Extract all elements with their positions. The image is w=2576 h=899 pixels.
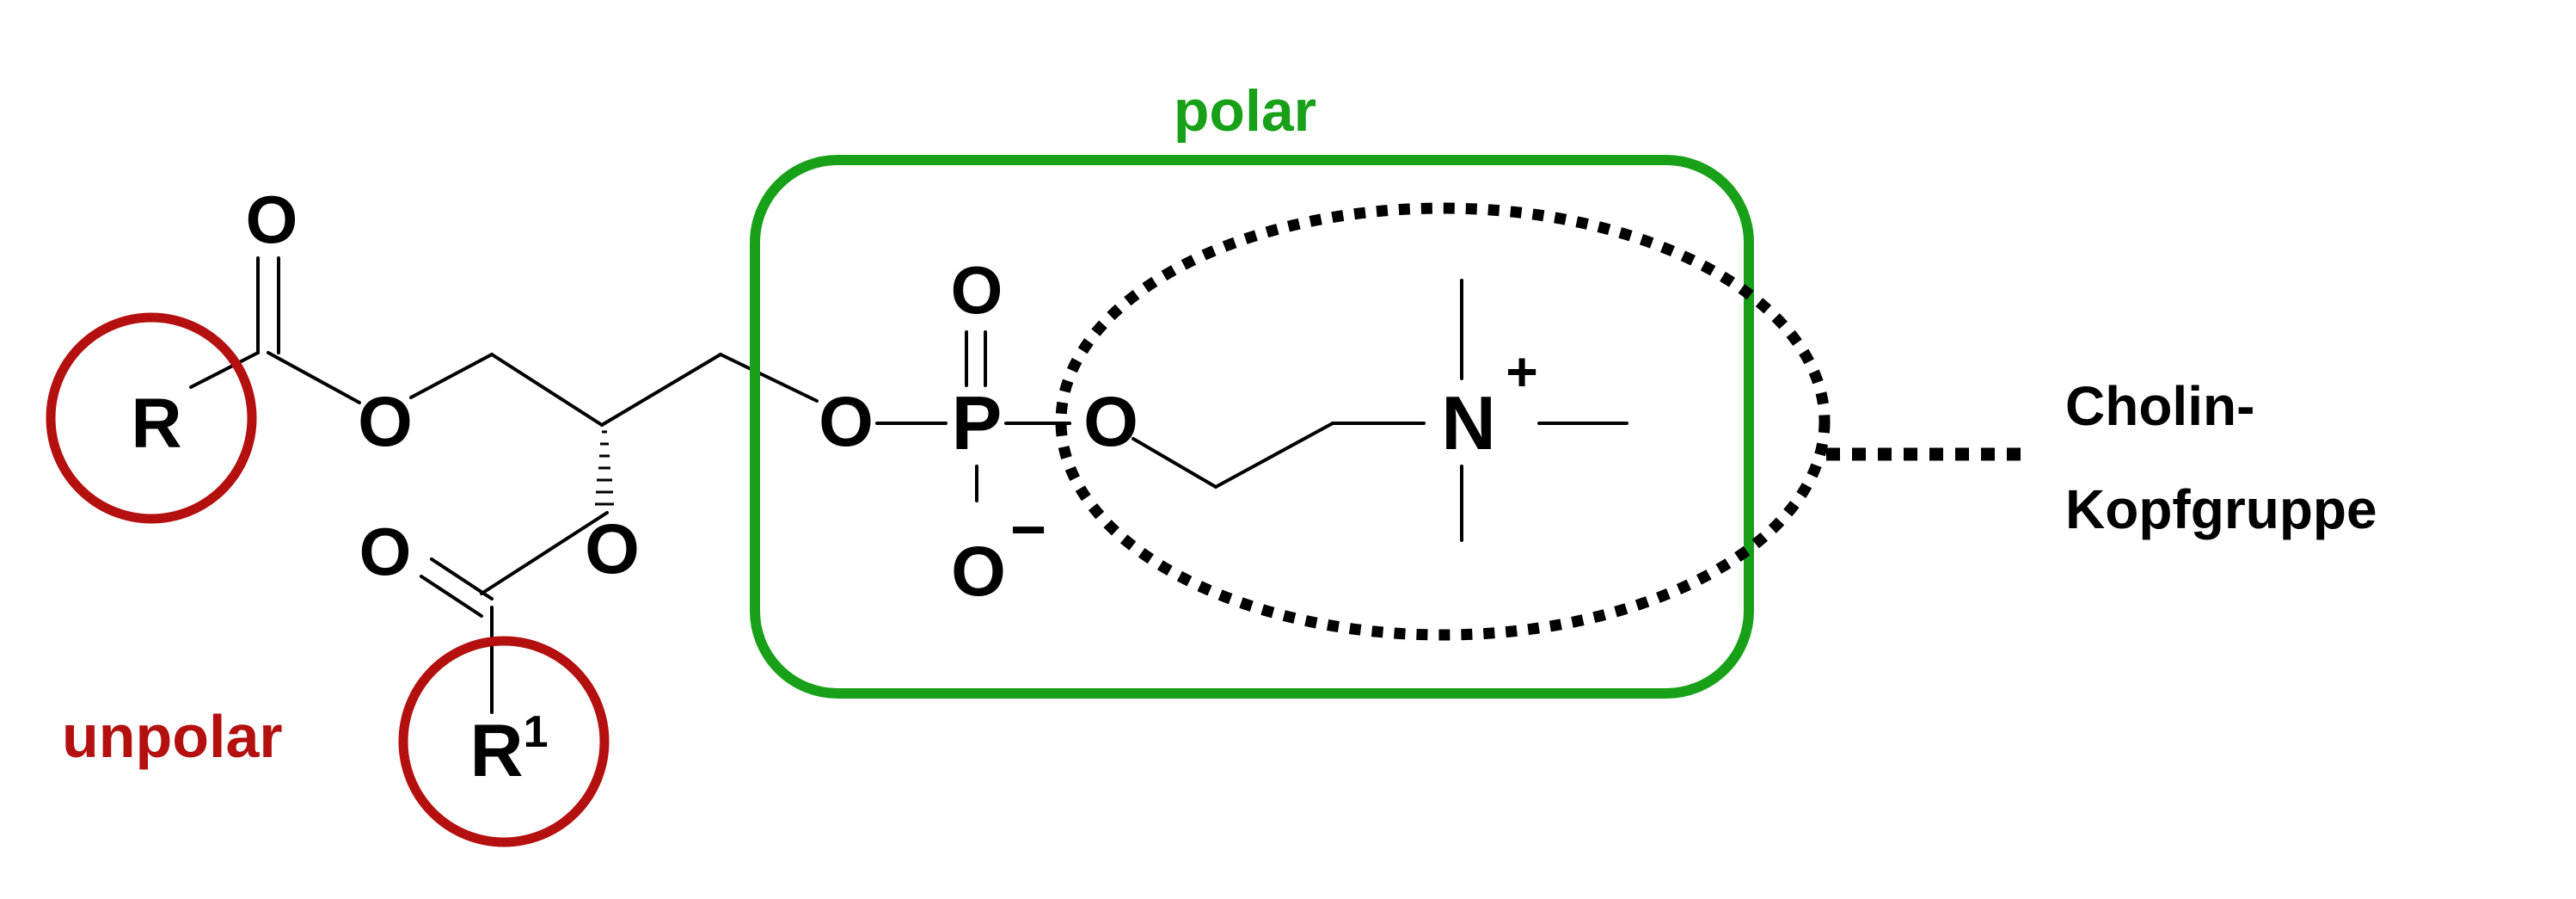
- choline-dotted-ellipse: [1055, 202, 1831, 641]
- bond-ch-ch2b: [600, 353, 722, 427]
- unpolar-circle-r: [46, 312, 257, 524]
- label-head-group-line2: Kopfgruppe: [2065, 478, 2377, 540]
- atom-r: R: [131, 385, 181, 463]
- label-head-group-line1: Cholin-: [2065, 375, 2254, 437]
- bond-ch2-ch: [490, 353, 604, 427]
- atom-o-carbonyl-left: O: [359, 514, 412, 589]
- atom-n: N: [1441, 380, 1496, 465]
- charge-minus: −: [1010, 496, 1046, 564]
- bond-lines: [189, 256, 1628, 714]
- charge-plus: +: [1506, 341, 1537, 403]
- stereo-hash-bond: [595, 430, 614, 506]
- unpolar-circle-r1: [398, 636, 610, 847]
- bond-ch2b-o: [719, 353, 819, 403]
- atom-o-ester-2: O: [585, 510, 640, 588]
- bond-c2-o-double-a: [420, 575, 483, 618]
- atom-r1: R1: [469, 707, 548, 792]
- bond-c1-oester: [267, 351, 361, 404]
- atom-o-phosphate-right: O: [1083, 383, 1138, 461]
- bond-o-ch2c: [1132, 437, 1217, 489]
- atom-o-phosphate-left: O: [819, 383, 874, 461]
- bond-r-c1: [189, 351, 260, 389]
- label-polar: polar: [1174, 78, 1316, 144]
- atom-o-phosphate-bottom: O: [951, 533, 1006, 611]
- atom-o-carbonyl-top: O: [246, 182, 298, 257]
- atom-o-phosphate-top: O: [951, 252, 1003, 328]
- bond-ch2c-ch2d: [1214, 422, 1334, 489]
- label-unpolar: unpolar: [62, 703, 283, 770]
- bond-oester-ch2: [409, 353, 494, 399]
- polar-box: [750, 155, 1754, 699]
- atom-o-ester-1: O: [358, 383, 413, 461]
- bond-c2-o-double-b: [430, 557, 494, 600]
- bond-oester2-c2: [480, 511, 609, 595]
- atom-p: P: [952, 380, 1003, 465]
